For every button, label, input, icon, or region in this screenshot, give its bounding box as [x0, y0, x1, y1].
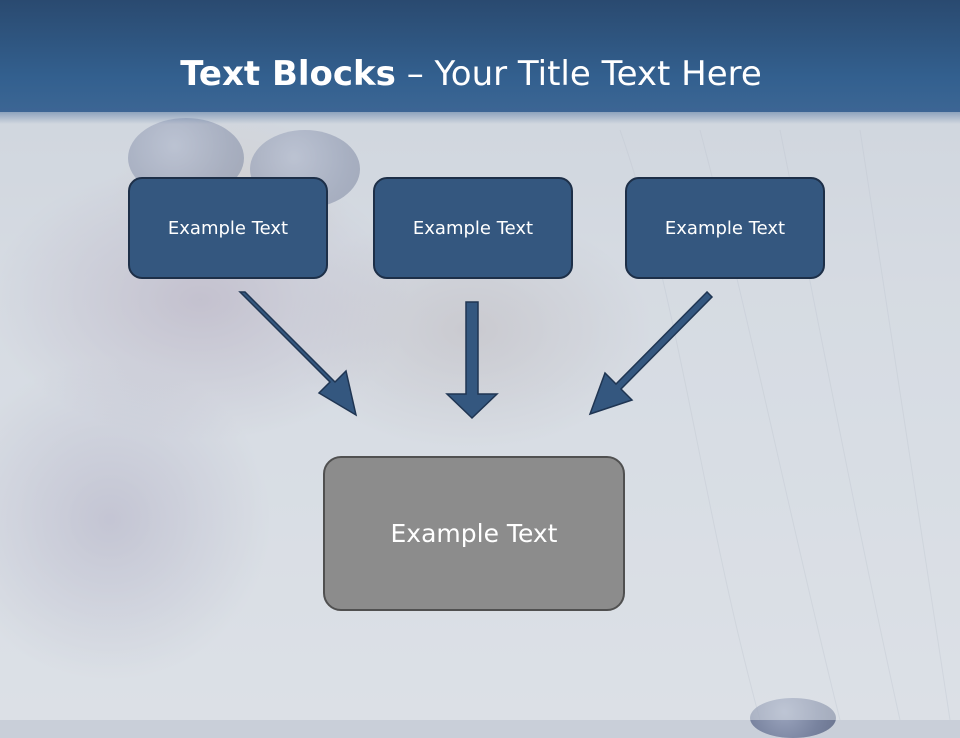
title-bar-fade — [0, 108, 960, 124]
text-block-center[interactable]: Example Text — [373, 177, 573, 279]
text-block-right[interactable]: Example Text — [625, 177, 825, 279]
arrow-right-down-left — [588, 290, 714, 416]
arrows-layer — [238, 290, 714, 420]
arrow-left-down-right — [238, 291, 358, 417]
title-rest: Your Title Text Here — [434, 54, 762, 94]
title-bar — [0, 0, 960, 112]
arrow-down — [445, 301, 499, 420]
text-block-bottom[interactable]: Example Text — [323, 456, 625, 611]
text-block-left[interactable]: Example Text — [128, 177, 328, 279]
title-bold: Text Blocks — [180, 54, 396, 94]
title-dash: – — [406, 54, 424, 94]
slide-title[interactable]: Text Blocks – Your Title Text Here — [0, 52, 942, 96]
